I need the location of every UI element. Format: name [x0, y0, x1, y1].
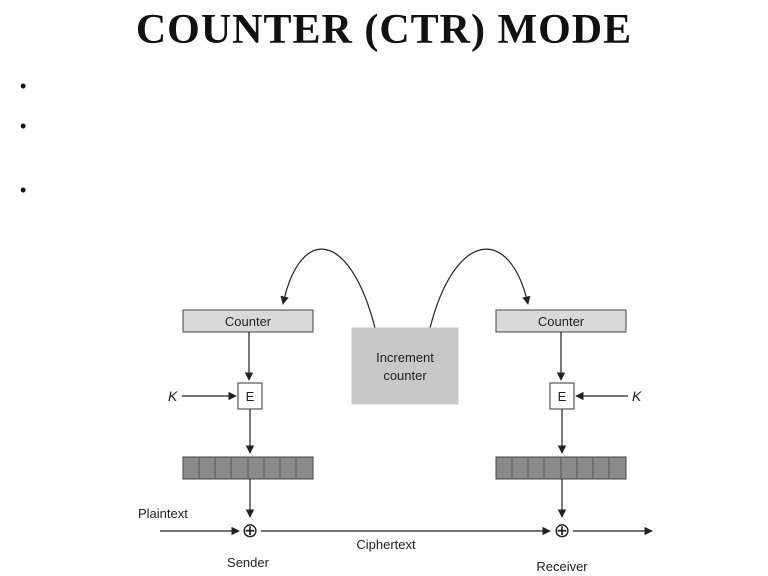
slide-title: COUNTER (CTR) MODE: [135, 7, 633, 53]
bullet-3: •: [20, 180, 26, 201]
bullet-1: •: [20, 76, 26, 97]
receiver-key-label: K: [632, 388, 642, 404]
receiver-label: Receiver: [536, 559, 588, 574]
ciphertext-label: Ciphertext: [356, 537, 416, 552]
sender-counter-label: Counter: [225, 314, 272, 329]
increment-label-line1: Increment: [376, 350, 434, 365]
bullet-marker: •: [20, 180, 27, 200]
increment-counter-box: [351, 327, 459, 405]
increment-to-sender-arrow: [280, 248, 376, 329]
bullet-2: •: [20, 116, 26, 137]
bullet-marker: •: [20, 76, 27, 96]
receiver-keystream-register: [495, 456, 627, 480]
sender-encrypt-label: E: [246, 389, 255, 404]
receiver-counter-label: Counter: [538, 314, 585, 329]
sender-keystream-register: [182, 456, 314, 480]
increment-to-receiver-arrow: [429, 248, 531, 329]
plaintext-label: Plaintext: [138, 506, 188, 521]
receiver-xor-icon: ⊕: [554, 518, 571, 542]
receiver-encrypt-label: E: [558, 389, 567, 404]
sender-key-label: K: [168, 388, 178, 404]
receiver-encrypt-box: [549, 382, 575, 410]
sender-counter-box: [182, 309, 314, 333]
bullet-marker: •: [20, 116, 27, 136]
sender-label: Sender: [227, 555, 270, 570]
increment-label-line2: counter: [383, 368, 427, 383]
sender-xor-icon: ⊕: [242, 518, 259, 542]
